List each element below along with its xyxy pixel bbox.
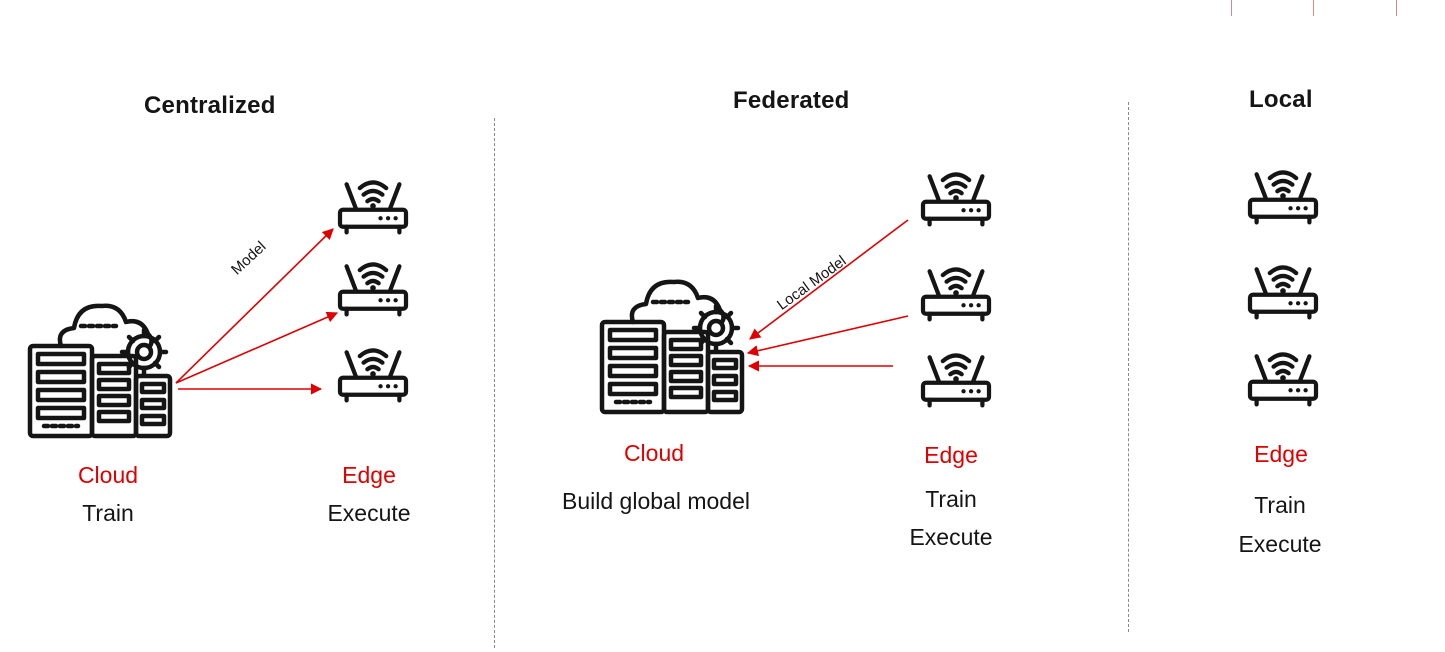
edge-label: Edge xyxy=(1254,441,1308,467)
model-arrow xyxy=(175,311,339,384)
model-arrow xyxy=(175,228,334,384)
corner-tick-2 xyxy=(1313,0,1314,16)
federated-title: Federated xyxy=(733,87,850,114)
edge-role-train: Train xyxy=(1254,492,1306,518)
divider-left xyxy=(494,118,495,648)
corner-tick-1 xyxy=(1231,0,1232,16)
edge-role-execute: Execute xyxy=(1238,531,1322,557)
local-model-arrow xyxy=(749,219,909,340)
centralized-title: Centralized xyxy=(144,92,276,119)
cloud-label: Cloud xyxy=(623,440,685,466)
edge-role-execute: Execute xyxy=(909,524,993,550)
divider-right xyxy=(1128,102,1129,632)
cloud-role: Train xyxy=(82,500,134,526)
corner-tick-3 xyxy=(1396,0,1397,16)
local-title: Local xyxy=(1249,86,1313,113)
edge-role-train: Train xyxy=(925,486,977,512)
edge-role: Execute xyxy=(327,500,411,526)
cloud-label: Cloud xyxy=(77,462,139,488)
local-model-arrow xyxy=(746,315,909,357)
edge-label: Edge xyxy=(342,462,396,488)
edge-label: Edge xyxy=(924,442,978,468)
cloud-role: Build global model xyxy=(562,488,750,514)
